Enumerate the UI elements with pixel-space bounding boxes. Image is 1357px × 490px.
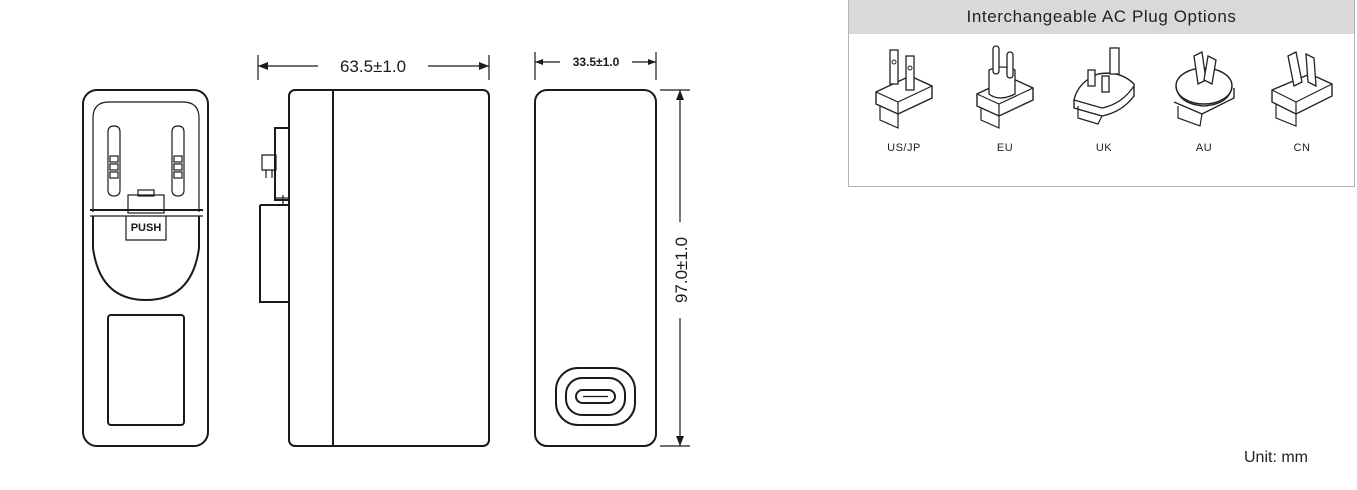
plug-label-eu: EU [996, 142, 1014, 154]
front-left-prong [107, 125, 121, 197]
plug-option-us-jp: US/JP [859, 42, 949, 154]
side-view [259, 89, 490, 447]
unit-label: Unit: mm [1244, 449, 1308, 466]
plug-option-cn: CN [1257, 42, 1347, 154]
width-dimension: 63.5±1.0 [257, 55, 490, 80]
uk-plug-icon [1073, 47, 1135, 125]
push-label: PUSH [131, 222, 162, 234]
plug-options-title: Interchangeable AC Plug Options [849, 0, 1354, 34]
plug-option-uk: UK [1059, 42, 1149, 154]
plug-options-panel: Interchangeable AC Plug Options US/JP [848, 0, 1355, 187]
height-dimension: 97.0±1.0 [660, 89, 691, 447]
plug-label-au: AU [1195, 142, 1213, 154]
plug-label-us-jp: US/JP [887, 142, 921, 154]
au-plug-icon [1173, 51, 1235, 127]
eu-plug-icon [976, 45, 1034, 129]
depth-dimension-label: 33.5±1.0 [573, 55, 620, 69]
cn-plug-icon [1271, 51, 1333, 127]
plug-option-eu: EU [960, 42, 1050, 154]
plug-option-au: AU [1159, 42, 1249, 154]
us-jp-plug-icon [875, 49, 933, 129]
plug-label-uk: UK [1095, 142, 1113, 154]
height-dimension-label: 97.0±1.0 [672, 237, 691, 303]
rear-view [534, 89, 657, 447]
width-dimension-label: 63.5±1.0 [340, 57, 406, 76]
front-view: PUSH [82, 89, 209, 447]
depth-dimension: 33.5±1.0 [534, 52, 657, 80]
front-right-prong [171, 125, 185, 197]
plug-options-row: US/JP EU UK [849, 42, 1354, 182]
plug-label-cn: CN [1293, 142, 1311, 154]
